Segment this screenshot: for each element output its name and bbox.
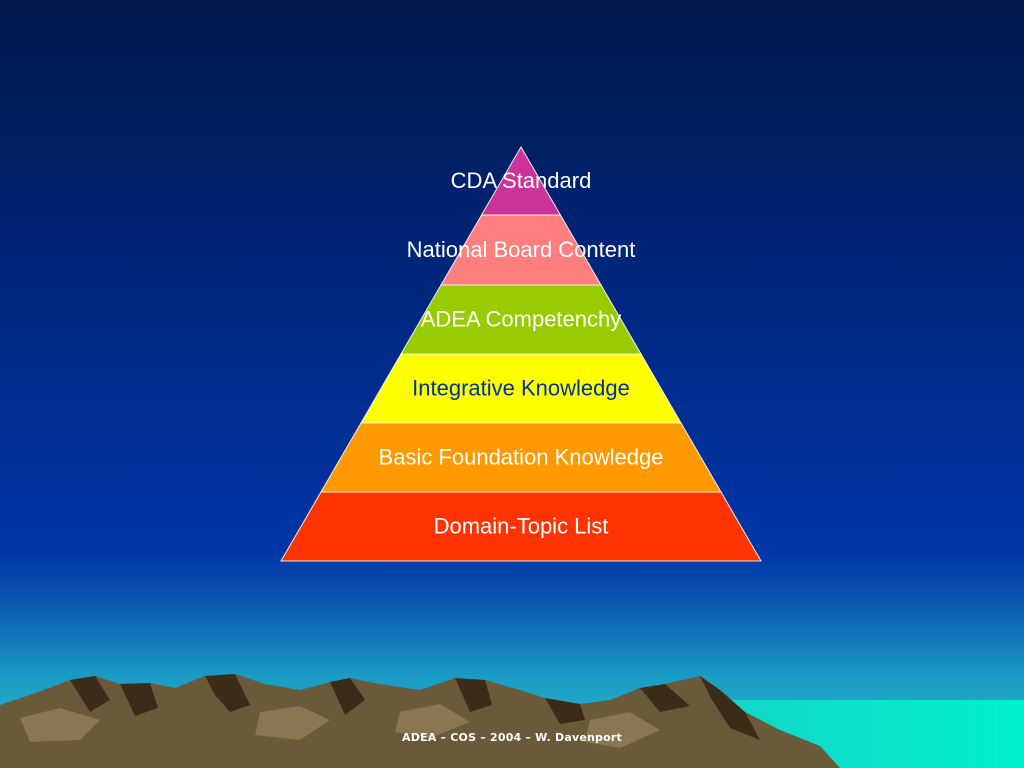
pyramid-tier-label-1: CDA Standard [451,168,592,193]
pyramid-tier-6 [280,491,762,562]
pyramid-tier-label-2: National Board Content [407,237,636,262]
pyramid-tier-label-5: Basic Foundation Knowledge [379,444,664,469]
mountain-highlights [20,704,660,748]
pyramid-tier-label-4: Integrative Knowledge [412,375,630,400]
pyramid-tier-label-6: Domain-Topic List [434,513,609,538]
mountain-shadows [70,674,760,740]
pyramid-tier-label-3: ADEA Competenchy [421,306,622,331]
footer-text: ADEA – COS – 2004 – W. Davenport [402,731,622,744]
